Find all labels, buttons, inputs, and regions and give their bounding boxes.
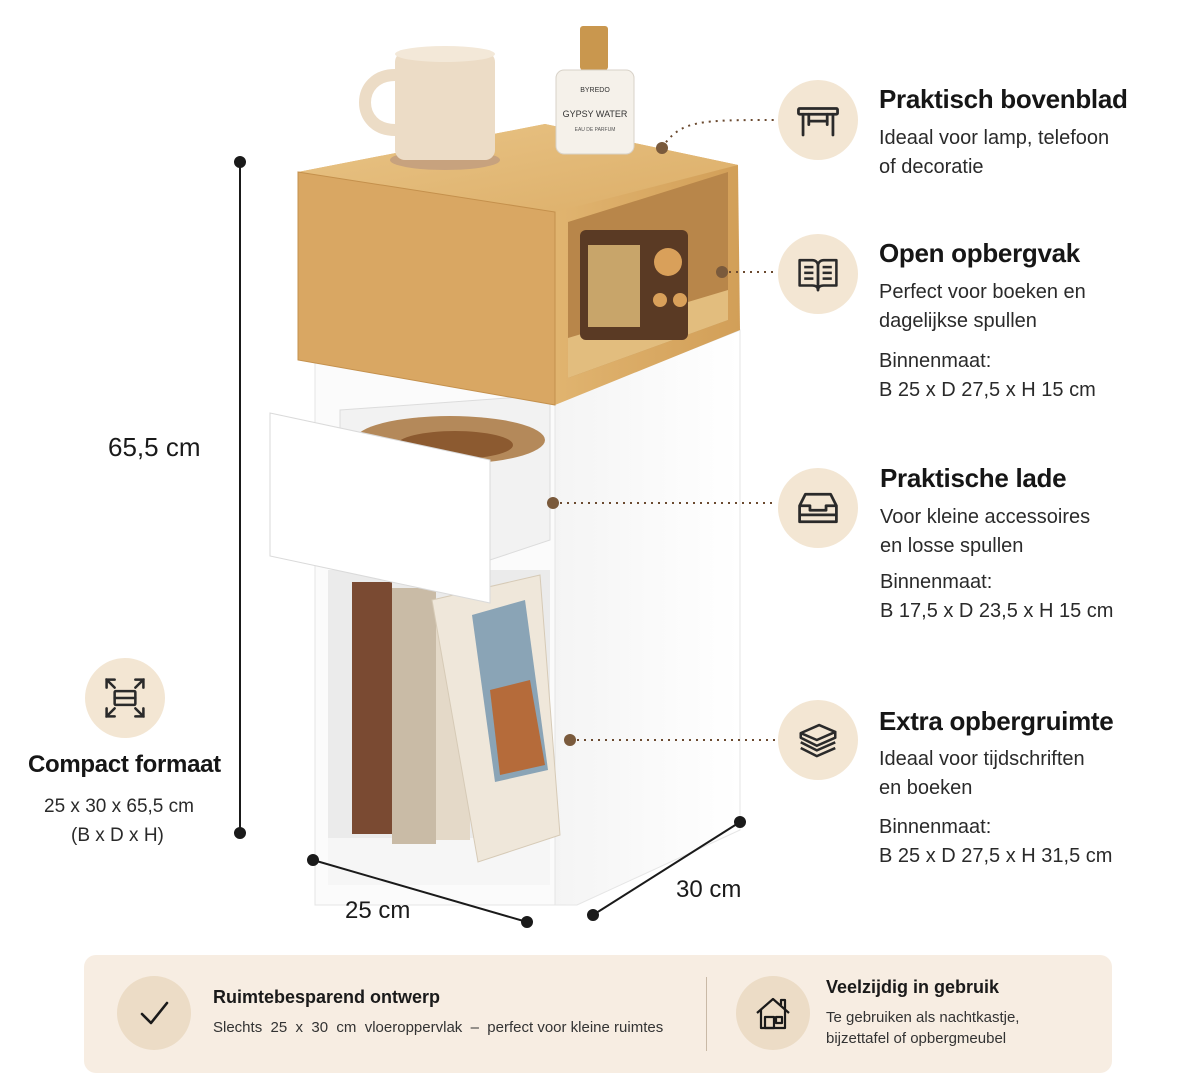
stack-icon xyxy=(799,723,837,758)
height-label: 65,5 cm xyxy=(108,432,201,462)
feature-title-open: Open opbergvak xyxy=(879,238,1080,268)
compact-line1: 25 x 30 x 65,5 cm xyxy=(44,796,194,817)
product-illustration: BYREDO GYPSY WATER EAU DE PARFUM xyxy=(234,26,776,928)
feature-desc-extra-1: Ideaal voor tijdschriften xyxy=(879,748,1085,770)
depth-label: 30 cm xyxy=(676,876,742,903)
banner-left-title: Ruimtebesparend ontwerp xyxy=(213,987,441,1007)
book-icon xyxy=(798,258,838,292)
banner-left-desc: Slechts 25 x 30 cm vloeroppervlak – perf… xyxy=(213,1019,664,1036)
books xyxy=(352,574,561,863)
feature-circle-extra xyxy=(778,700,858,780)
feature-circle-open xyxy=(778,234,858,314)
bottom-banner: Ruimtebesparend ontwerp Slechts 25 x 30 … xyxy=(84,955,1112,1073)
bottle-brand: BYREDO xyxy=(580,87,610,94)
feature-circle-drawer xyxy=(778,468,858,548)
drawer-icon xyxy=(798,492,838,524)
feature-desc-open-1: Perfect voor boeken en xyxy=(879,281,1086,303)
depth-dimension-line xyxy=(587,816,746,921)
feature-size-extra: B 25 x D 27,5 x H 31,5 cm xyxy=(879,845,1113,867)
mug xyxy=(359,46,500,170)
resize-icon xyxy=(105,678,145,718)
compact-title: Compact formaat xyxy=(28,751,221,778)
feature-title-extra: Extra opbergruimte xyxy=(879,706,1114,736)
compact-circle xyxy=(85,658,165,738)
leader-lines xyxy=(553,119,776,741)
feature-title-top: Praktisch bovenblad xyxy=(879,84,1128,114)
perfume-bottle: BYREDO GYPSY WATER EAU DE PARFUM xyxy=(555,26,635,155)
feature-desc-top-2: of decoratie xyxy=(879,156,984,178)
feature-size-label-drawer: Binnenmaat: xyxy=(880,571,993,593)
banner-right-title: Veelzijdig in gebruik xyxy=(826,977,1000,997)
banner-right-desc-2: bijzettafel of opbergmeubel xyxy=(826,1030,1007,1047)
table-icon xyxy=(797,107,839,137)
feature-desc-drawer-2: en losse spullen xyxy=(880,535,1024,557)
height-dimension-line xyxy=(234,156,246,839)
banner-right-desc-1: Te gebruiken als nachtkastje, xyxy=(826,1009,1020,1026)
house-circle xyxy=(736,976,810,1050)
drawer xyxy=(269,394,551,604)
feature-size-open: B 25 x D 27,5 x H 15 cm xyxy=(879,379,1096,401)
leader-dots xyxy=(547,142,728,746)
feature-desc-open-2: dagelijkse spullen xyxy=(879,310,1037,332)
feature-desc-top-1: Ideaal voor lamp, telefoon xyxy=(879,127,1110,149)
banner-divider xyxy=(706,977,707,1051)
bottle-sub: EAU DE PARFUM xyxy=(575,127,616,133)
width-label: 25 cm xyxy=(345,897,411,924)
feature-size-label-extra: Binnenmaat: xyxy=(879,816,992,838)
feature-title-drawer: Praktische lade xyxy=(880,463,1067,493)
house-icon xyxy=(756,997,790,1030)
feature-circle-top xyxy=(778,80,858,160)
check-circle xyxy=(117,976,191,1050)
width-dimension-line xyxy=(307,854,533,928)
feature-size-label-open: Binnenmaat: xyxy=(879,350,992,372)
compact-line2: (B x D x H) xyxy=(71,825,164,846)
feature-size-drawer: B 17,5 x D 23,5 x H 15 cm xyxy=(880,600,1114,622)
oak-top-cabinet xyxy=(297,124,740,406)
feature-desc-drawer-1: Voor kleine accessoires xyxy=(880,506,1091,528)
feature-desc-extra-2: en boeken xyxy=(879,777,973,799)
bottle-name: GYPSY WATER xyxy=(563,109,628,119)
checkmark-icon xyxy=(140,1001,169,1025)
